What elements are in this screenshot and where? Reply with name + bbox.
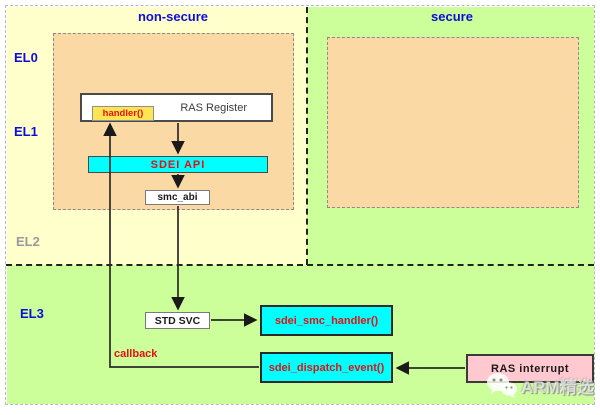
ras-interrupt-box: RAS interrupt [466,354,594,383]
non-secure-title: non-secure [137,9,209,24]
callback-label: callback [114,348,158,360]
secure-inner-box [327,37,579,208]
sdei-smc-handler-box: sdei_smc_handler() [260,305,393,336]
el0-label: EL0 [14,50,38,65]
watermark: ARM精选 [486,372,594,399]
smc-abi-box: smc_abi [145,190,210,205]
el2-label: EL2 [16,234,40,249]
sdei-api-box: SDEI API [88,156,268,173]
wechat-icon [487,373,517,398]
el2-el3-divider [6,264,594,266]
watermark-text: ARM精选 [521,378,594,397]
ras-register-label: RAS Register [180,102,247,114]
secure-title: secure [431,9,473,24]
el3-label: EL3 [20,306,44,321]
sdei-dispatch-event-box: sdei_dispatch_event() [260,352,393,383]
secure-nonsecure-divider [306,7,308,265]
std-svc-box: STD SVC [145,312,210,329]
handler-box: handler() [92,106,154,121]
el1-label: EL1 [14,124,38,139]
